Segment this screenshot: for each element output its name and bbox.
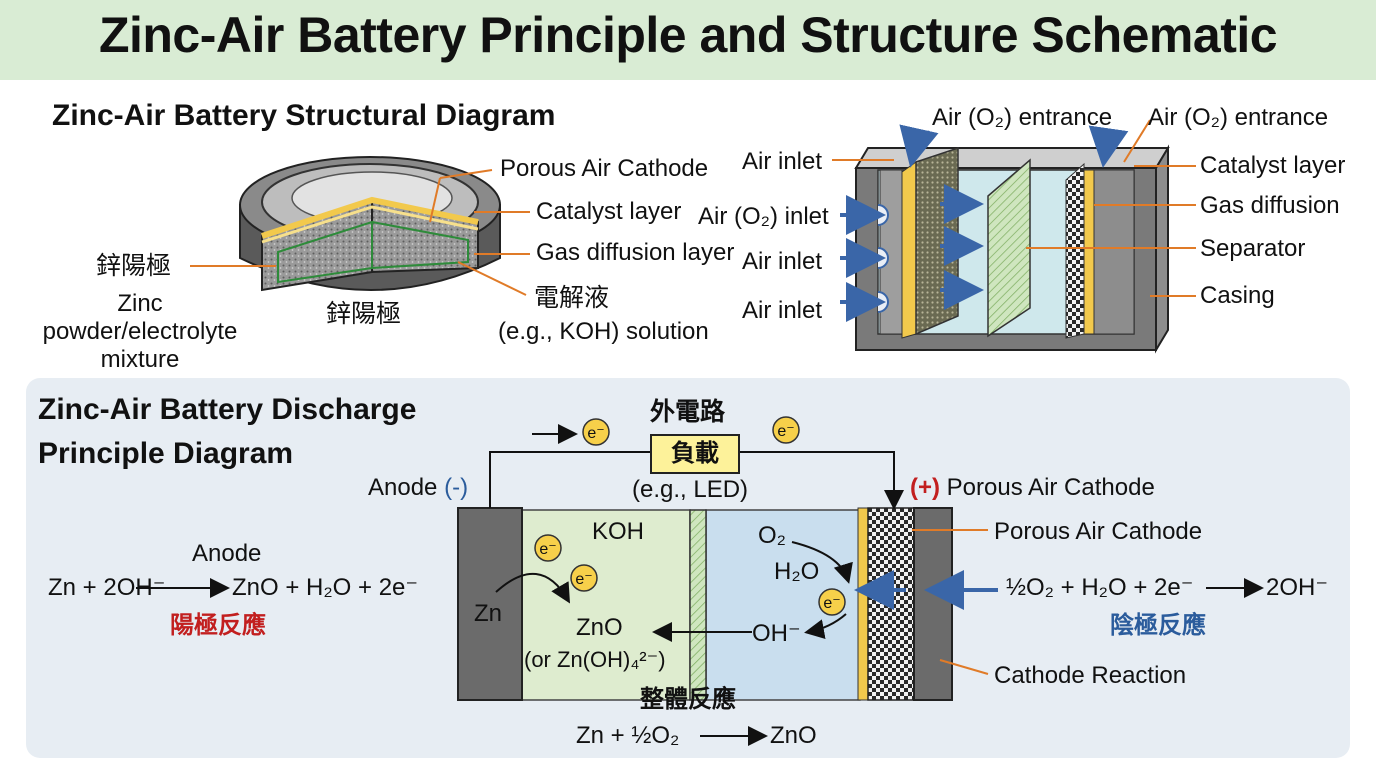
load-box: 負載 [650,434,740,474]
cell-air-inlet-2-label: Air inlet [742,248,823,275]
anode-reaction-label: 陽極反應 [170,612,266,639]
cell-entrance-left-label: Air (O₂) entrance [932,104,1113,131]
load-example-label: (e.g., LED) [632,476,749,503]
discharge-heading-line1: Zinc-Air Battery Discharge [38,393,417,426]
external-circuit-label: 外電路 [650,398,726,426]
o2-label: O₂ [758,522,786,549]
cell-air-o2-inlet-label: Air (O₂) inlet [698,203,829,230]
coin-cell-illustration [239,156,501,292]
cell-casing-label: Casing [1200,282,1275,309]
anode-equation-right: ZnO + H₂O + 2e⁻ [232,574,419,601]
discharge-leader-lines [912,529,989,675]
overall-reaction-label: 整體反應 [640,686,736,713]
coin-anode-inner-label: 鋅陽極 [326,300,402,328]
electron-label-1: e⁻ [587,425,605,442]
structure-heading: Zinc-Air Battery Structural Diagram [52,99,556,132]
cathode-equation-right: 2OH⁻ [1266,574,1329,601]
cathode-title-label: (+) Porous Air Cathode [910,474,1155,501]
electron-markers [534,416,846,616]
zincate-label: (or Zn(OH)₄²⁻) [524,647,666,672]
cell-air-inlet-1-label: Air inlet [742,148,823,175]
cathode-equation-left: ½O₂ + H₂O + 2e⁻ [1006,574,1194,601]
overall-equation-right: ZnO [770,722,817,749]
title-banner [0,0,1376,80]
cathode-reaction-label: Cathode Reaction [994,662,1187,689]
cell-entrance-right-label: Air (O₂) entrance [1148,104,1329,131]
h2o-label: H₂O [774,558,820,585]
external-circuit-wire [489,424,904,510]
anode-equation-left: Zn + 2OH⁻ [48,574,166,601]
coin-anode-label: 鋅陽極 [96,252,172,280]
coin-catalyst-label: Catalyst layer [536,198,682,225]
cell-flow-arrows [840,124,1129,322]
reaction-arrows [136,541,1264,746]
electron-label-4: e⁻ [575,571,593,588]
oh-label: OH⁻ [752,620,801,647]
anode-equation-title: Anode [192,540,262,567]
coin-gas-diffusion-label: Gas diffusion layer [536,239,735,266]
coin-electrolyte-label: 電解液 [534,284,610,312]
overall-equation-left: Zn + ½O₂ [576,722,680,749]
electrolyte-label: KOH [592,518,645,545]
zno-label: ZnO [576,614,623,641]
cell-air-inlet-3-label: Air inlet [742,297,823,324]
cell-catalyst-label: Catalyst layer [1200,152,1346,179]
cell-gas-diffusion-label: Gas diffusion [1200,192,1340,219]
page-title: Zinc-Air Battery Principle and Structure… [98,7,1278,63]
coin-leader-lines [190,169,530,296]
coin-porous-cathode-label: Porous Air Cathode [500,155,709,182]
anode-label: Anode (-) [368,474,469,501]
discharge-heading-line2: Principle Diagram [38,437,294,470]
cathode-reaction-cn-label: 陰極反應 [1110,612,1206,639]
cell-separator-label: Separator [1200,235,1306,262]
electron-label-3: e⁻ [539,541,557,558]
electron-label-5: e⁻ [823,595,841,612]
cathode-side-label: Porous Air Cathode [994,518,1203,545]
coin-anode-desc: Zinc powder/electrolyte mixture [42,290,238,373]
zn-label: Zn [474,600,503,627]
electron-label-2: e⁻ [777,423,795,440]
cell-leader-lines [832,119,1196,297]
coin-electrolyte-desc: (e.g., KOH) solution [498,318,709,345]
